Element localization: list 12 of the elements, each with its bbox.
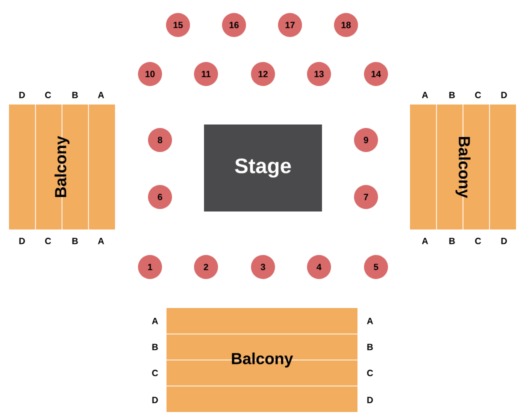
row-letter: D: [367, 396, 373, 404]
balcony-section: Balcony: [166, 308, 358, 412]
stage-block: Stage: [204, 124, 322, 212]
row-letter: B: [367, 344, 373, 350]
balcony-section: Balcony: [410, 104, 516, 230]
row-letter: B: [152, 344, 158, 350]
row-letter: C: [152, 370, 158, 376]
balcony-section: Balcony: [9, 104, 115, 230]
row-letter: A: [152, 318, 158, 324]
row-letter: C: [367, 370, 373, 376]
row-letter: D: [152, 396, 158, 404]
row-letter: A: [366, 318, 373, 324]
